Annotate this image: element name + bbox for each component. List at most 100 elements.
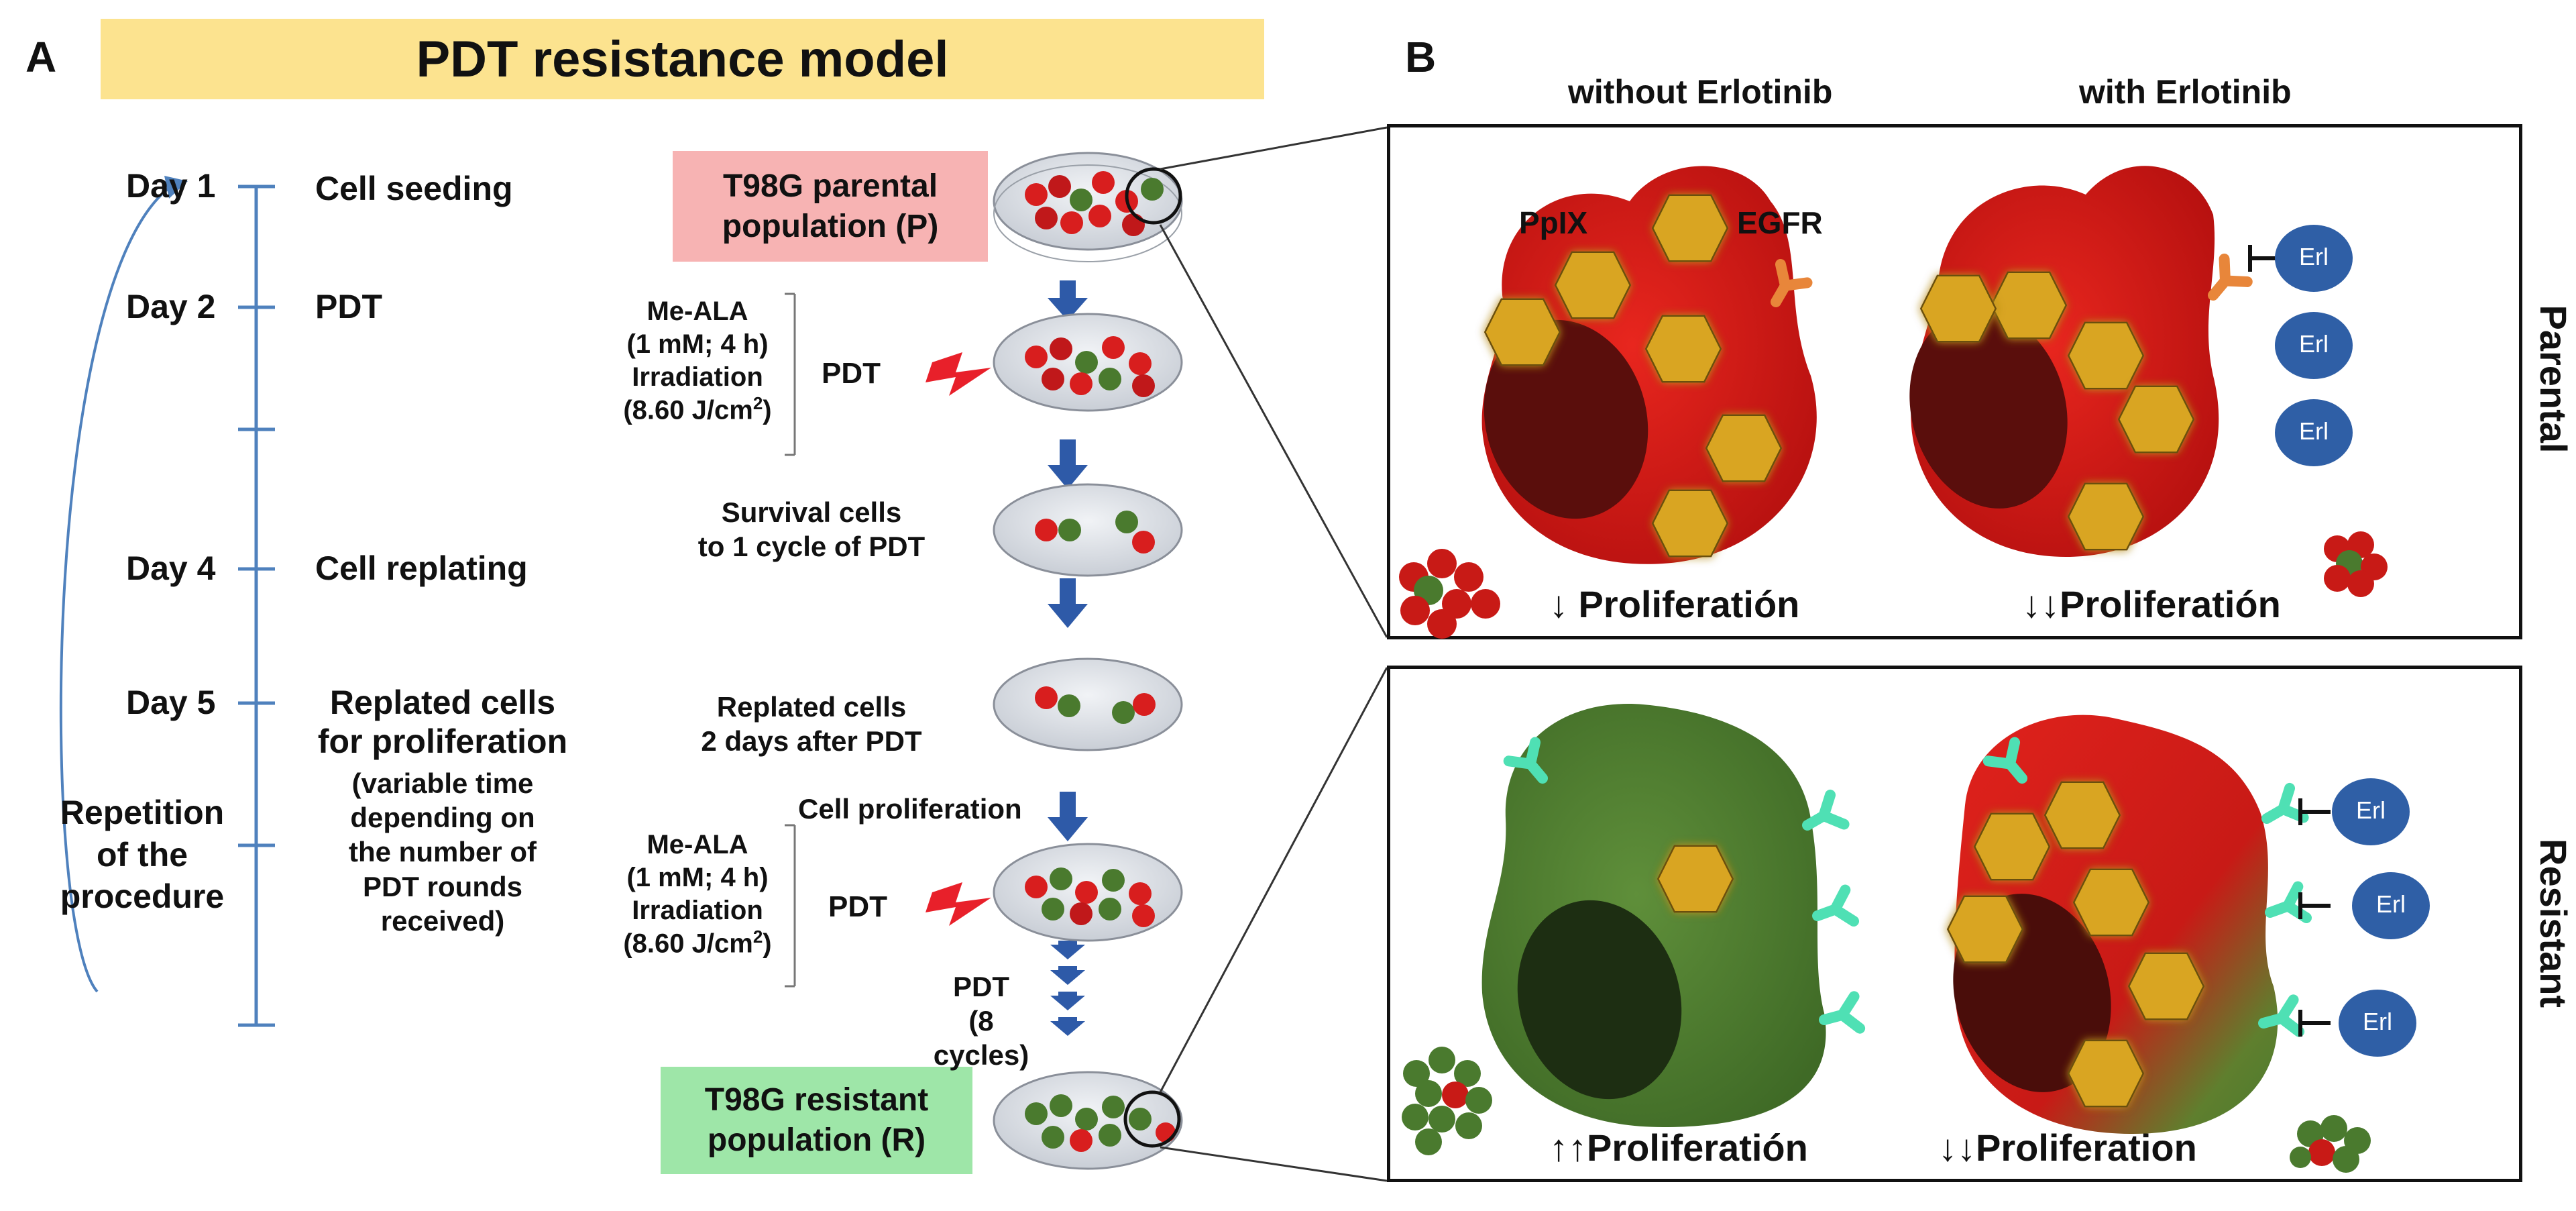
repetition-line: Repetition: [60, 794, 225, 831]
erl-label: Erl: [2363, 1008, 2392, 1035]
survival-label: Survival cells to 1 cycle of PDT: [661, 495, 962, 564]
dose-text: (8.60 J/cm: [623, 929, 753, 959]
column-header-without: without Erlotinib: [1568, 73, 1833, 111]
step-replated-note: (variable time depending on the number o…: [295, 766, 590, 938]
dose-close: ): [763, 395, 772, 425]
prolif-parental-without: ↓ Proliferatión: [1549, 583, 1800, 625]
column-header-with: with Erlotinib: [2079, 73, 2292, 111]
panel-b-letter: B: [1405, 33, 1437, 81]
lightning-icon: [926, 882, 991, 926]
pdt-label-1: PDT: [822, 357, 881, 390]
note-line: PDT rounds: [363, 870, 522, 902]
resistant-cell-with: [1931, 715, 2309, 1134]
treatment-dose: (8.60 J/cm2): [607, 927, 788, 960]
zoom-circle-parental: [1125, 167, 1182, 225]
flow-arrows: [1048, 280, 1088, 1036]
day-5-label: Day 5: [126, 684, 216, 721]
treatment-line: (1 mM; 4 h): [626, 862, 769, 892]
replated-line: Replated cells: [716, 691, 907, 723]
note-line: received): [380, 904, 505, 937]
treatment-line: Me-ALA: [647, 830, 748, 859]
parental-cell-with: [1909, 166, 2249, 557]
day-2-label: Day 2: [126, 288, 216, 325]
step-pdt: PDT: [315, 288, 382, 325]
erl-molecule: [2275, 312, 2353, 379]
repetition-line: procedure: [60, 878, 225, 915]
erl-label: Erl: [2299, 243, 2329, 270]
petri-dish-replated: [993, 657, 1183, 751]
dish-cells-pdt2: [1025, 867, 1155, 927]
resistant-population-box: T98G resistant population (R): [661, 1067, 972, 1174]
dish-cells-survival: [1035, 511, 1155, 554]
erl-molecule: [2275, 399, 2353, 466]
cell-proliferation-label: Cell proliferation: [798, 793, 1022, 825]
erl-molecule: [2352, 872, 2430, 939]
parental-cell-without: [1481, 166, 1817, 564]
survival-line: to 1 cycle of PDT: [697, 531, 926, 563]
repetition-line: of the: [96, 835, 188, 874]
dish-cells-pdt1: [1025, 336, 1155, 397]
egfr-label: EGFR: [1737, 205, 1823, 240]
treatment-line: (1 mM; 4 h): [626, 329, 769, 359]
petri-dish-survival: [993, 483, 1183, 577]
pdt-label-2: PDT: [828, 890, 887, 923]
step-cell-replating: Cell replating: [315, 549, 528, 587]
step-replated-line2: for proliferation: [317, 723, 568, 760]
replated-label: Replated cells 2 days after PDT: [661, 690, 962, 758]
erl-inhibition-lines: [2298, 798, 2331, 1037]
parental-box-line: T98G parental: [722, 168, 938, 204]
note-line: (variable time: [351, 768, 534, 799]
day-1-label: Day 1: [126, 167, 216, 205]
prolif-resistant-with: ↓↓Proliferation: [1938, 1126, 2197, 1169]
dose-sup: 2: [752, 393, 763, 414]
cell-cluster-resistant-with: [2290, 1115, 2371, 1173]
treatment-line: Irradiation: [632, 895, 763, 925]
step-cell-seeding: Cell seeding: [315, 170, 513, 207]
erl-label: Erl: [2299, 417, 2329, 445]
erl-label: Erl: [2376, 890, 2406, 918]
resistant-box-line: population (R): [707, 1122, 926, 1158]
treatment-dose: (8.60 J/cm2): [607, 393, 788, 427]
parental-box-line: population (P): [722, 208, 939, 244]
timeline-ticks: [238, 185, 275, 1027]
step-replated: Replated cells for proliferation (variab…: [295, 683, 590, 938]
repetition-arrow: [59, 185, 172, 993]
erl-molecule: [2339, 990, 2416, 1057]
repetition-label: Repetition of the procedure: [42, 792, 243, 918]
pdt-cycles-label: PDT (8 cycles): [917, 969, 1045, 1073]
panel-a-title: PDT resistance model: [101, 19, 1264, 99]
ppix-label: PpIX: [1519, 205, 1588, 240]
cell-cluster-resistant-without: [1402, 1047, 1492, 1155]
replated-line: 2 days after PDT: [701, 725, 922, 757]
dose-close: ): [763, 929, 772, 959]
step-replated-line1: Replated cells: [329, 684, 556, 721]
erl-label: Erl: [2299, 330, 2329, 358]
treatment-line: Irradiation: [632, 362, 763, 392]
treatment-block-1: Me-ALA (1 mM; 4 h) Irradiation (8.60 J/c…: [607, 295, 788, 427]
pdt-cycles-line: (8 cycles): [933, 1005, 1029, 1071]
dose-sup: 2: [752, 927, 763, 947]
note-line: depending on: [350, 802, 535, 834]
treatment-block-2: Me-ALA (1 mM; 4 h) Irradiation (8.60 J/c…: [607, 829, 788, 961]
erl-molecules-parental: [2275, 225, 2353, 466]
prolif-resistant-without: ↑↑Proliferatión: [1549, 1126, 1808, 1169]
erl-molecule: [2332, 778, 2410, 845]
parental-population-box: T98G parental population (P): [673, 151, 988, 262]
erl-label: Erl: [2356, 796, 2386, 824]
day-4-label: Day 4: [126, 549, 216, 587]
dish-cells-resistant: [1025, 1094, 1176, 1152]
erl-molecules-resistant: [2332, 778, 2430, 1057]
cell-cluster-parental-with: [2324, 531, 2388, 597]
survival-line: Survival cells: [721, 496, 902, 528]
cell-cluster-parental-without: [1399, 549, 1500, 639]
resistant-cell-without: [1481, 704, 1862, 1127]
lightning-icon: [926, 352, 991, 396]
dish-cells-replated: [1035, 686, 1156, 724]
panel-a-letter: A: [25, 33, 57, 81]
pdt-cycles-line: PDT: [953, 971, 1009, 1002]
erl-molecule: [2275, 225, 2353, 292]
treatment-line: Me-ALA: [647, 297, 748, 326]
resistant-panel-frame: [1387, 666, 2522, 1182]
